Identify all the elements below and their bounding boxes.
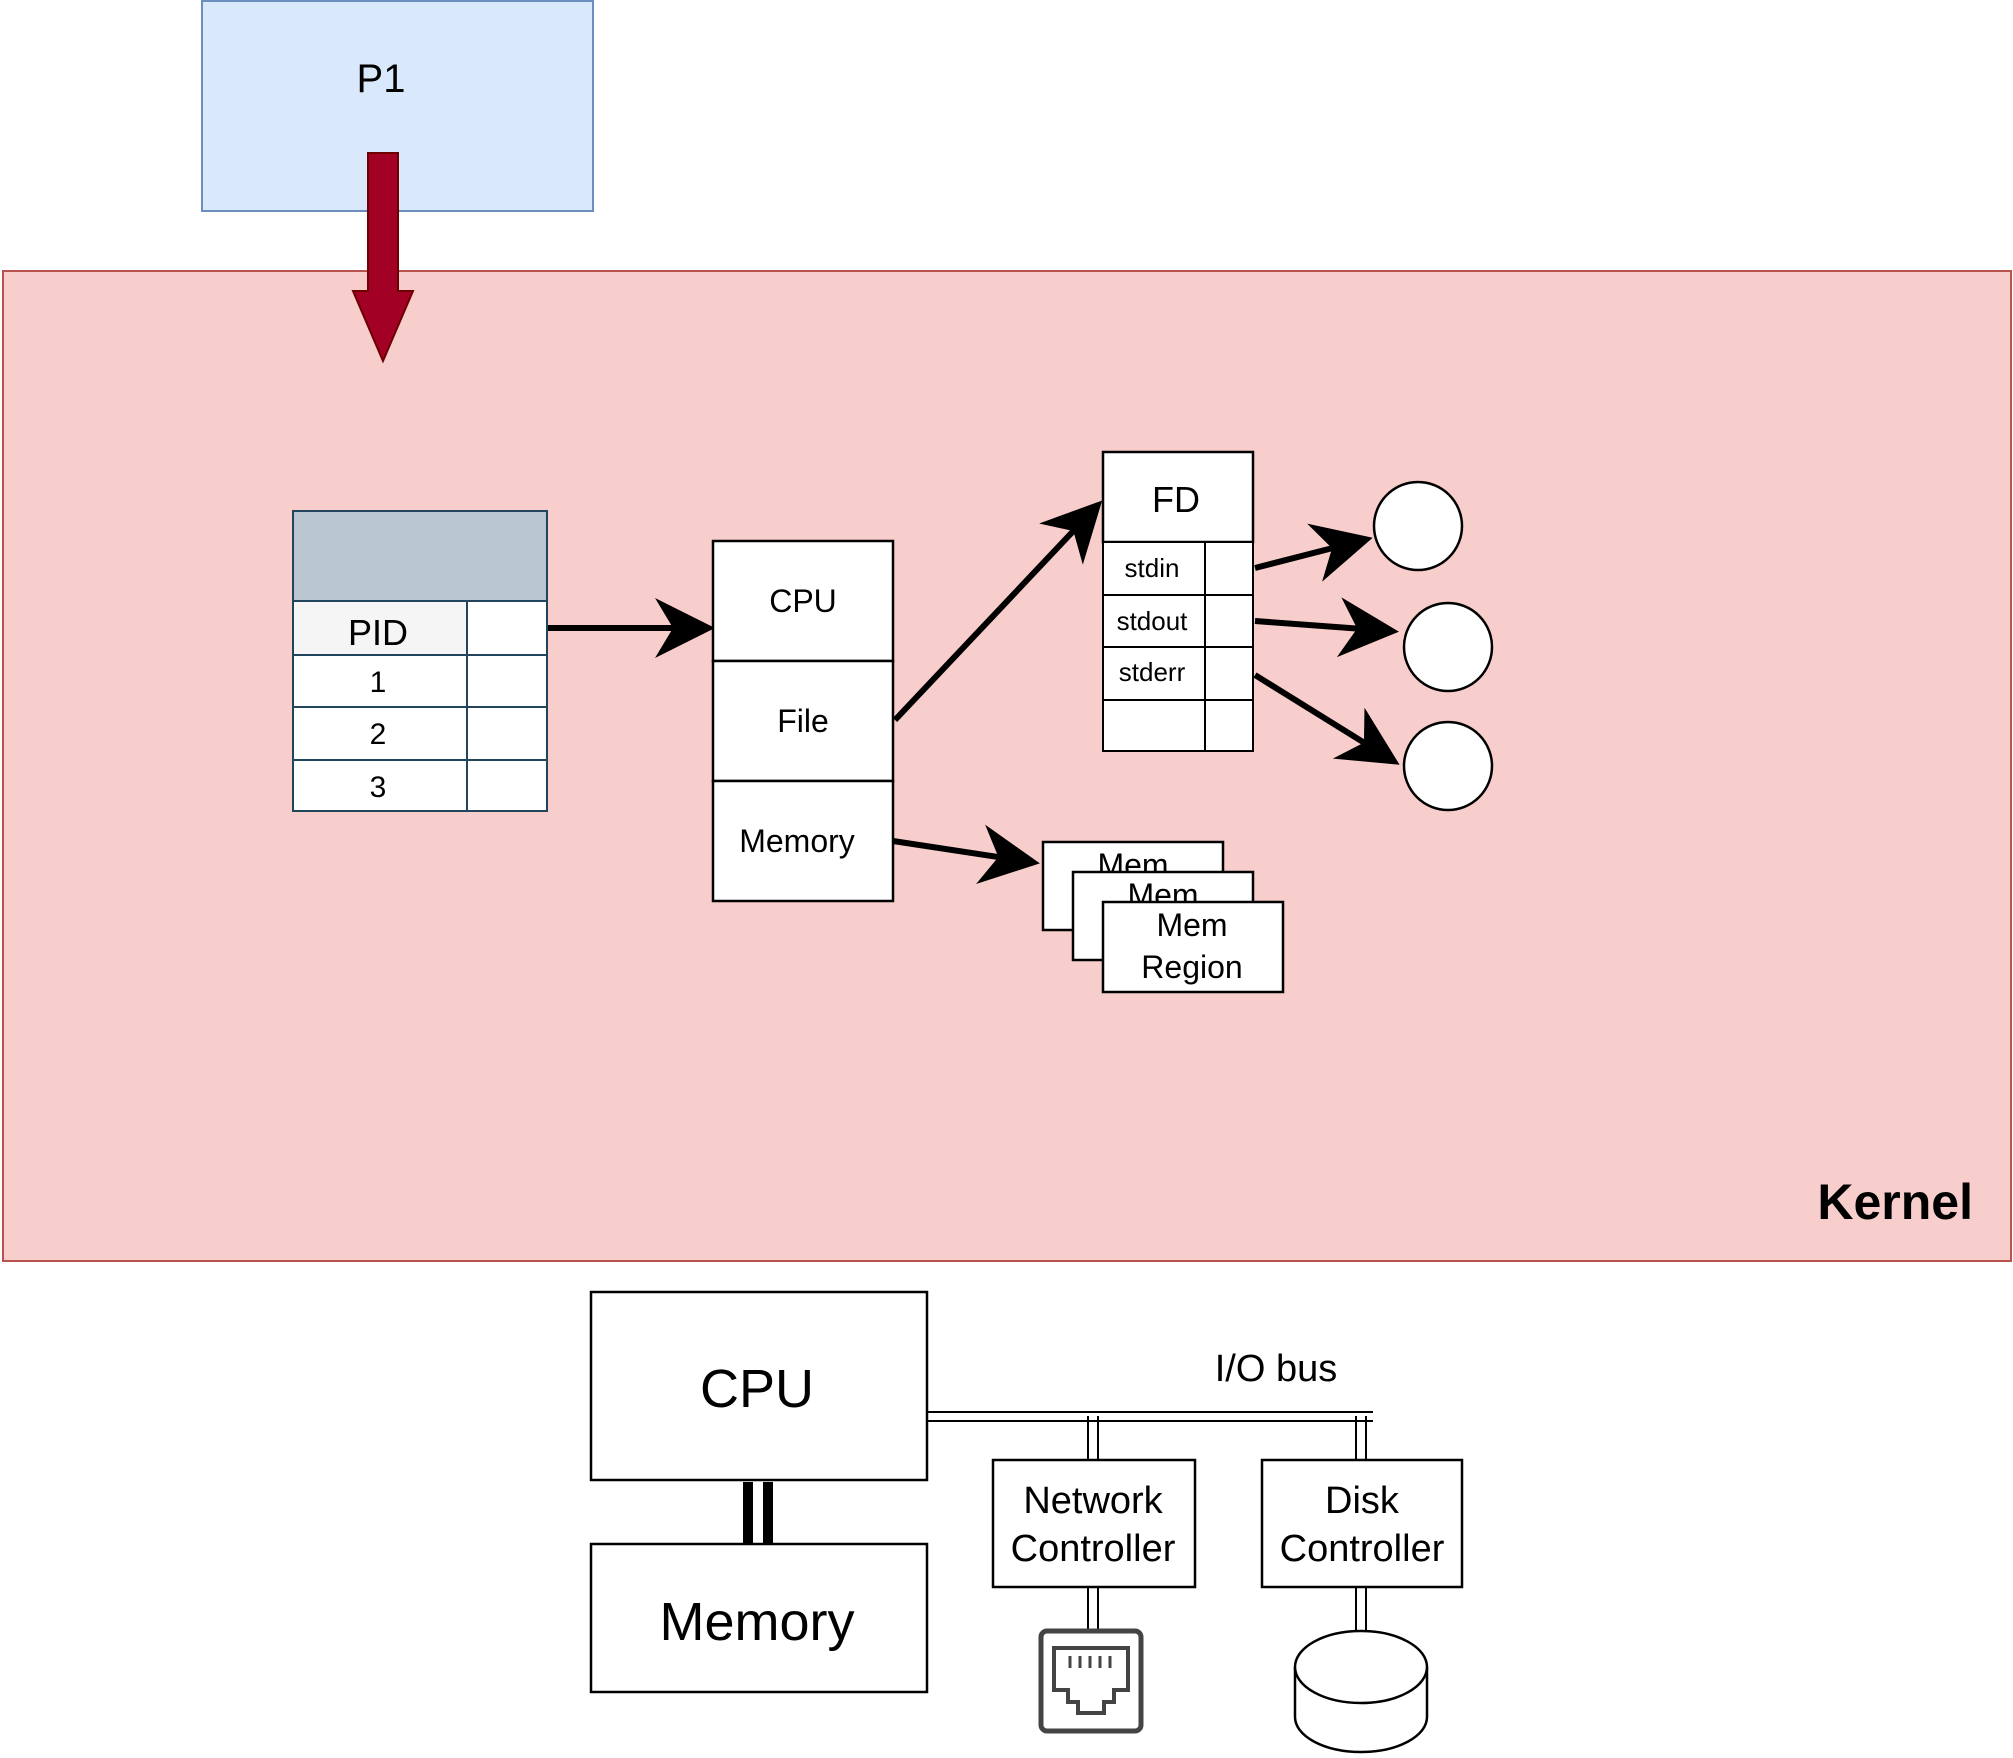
disk-controller-label-1: Disk bbox=[1325, 1480, 1400, 1522]
disk-drive-icon bbox=[1293, 1629, 1429, 1754]
disk-controller-box bbox=[1260, 1458, 1464, 1589]
pid-row-2-pointer bbox=[466, 706, 548, 761]
stdin-arrow bbox=[1254, 523, 1373, 582]
file-to-fd-arrow bbox=[892, 500, 1103, 723]
network-controller-box bbox=[991, 1458, 1197, 1589]
pid-row-3-pointer bbox=[466, 759, 548, 812]
hardware: CPU Memory I/O bus Network Controller bbox=[589, 1290, 1464, 1754]
hw-memory-box bbox=[589, 1542, 929, 1694]
ethernet-port-icon bbox=[1038, 1628, 1144, 1734]
pcb: CPU File Memory bbox=[711, 539, 895, 903]
disk-controller-label-2: Controller bbox=[1280, 1528, 1445, 1570]
pcb-cpu-field bbox=[711, 539, 895, 663]
fd-row-stdin-label: stdin bbox=[1125, 553, 1180, 583]
pcb-file-label: File bbox=[777, 703, 829, 739]
pid-row-2-cell bbox=[292, 706, 468, 761]
pcb-cpu-label: CPU bbox=[769, 583, 837, 619]
stdout-arrow bbox=[1254, 597, 1399, 658]
fd-row-stdin bbox=[1102, 541, 1206, 596]
pid-header-label: PID bbox=[348, 612, 408, 653]
pid-header-cell bbox=[292, 600, 468, 656]
network-controller-label-2: Controller bbox=[1011, 1528, 1176, 1570]
process-label: P1 bbox=[357, 57, 406, 101]
hw-cpu-box bbox=[589, 1290, 929, 1482]
process-table: PID 1 2 3 bbox=[292, 510, 548, 812]
pcb-memory-label: Memory bbox=[739, 823, 855, 859]
hw-cpu-label: CPU bbox=[700, 1359, 814, 1419]
hw-memory-label: Memory bbox=[659, 1592, 854, 1652]
pid-row-3-cell bbox=[292, 759, 468, 812]
fd-row-stderr-pointer bbox=[1204, 646, 1254, 701]
cpu-memory-link-right bbox=[763, 1482, 773, 1544]
fd-row-empty bbox=[1102, 699, 1206, 752]
pid-row-3-label: 3 bbox=[370, 771, 387, 804]
mem-region-front-label-1: Mem bbox=[1156, 907, 1227, 943]
pcb-memory-field bbox=[711, 779, 895, 903]
syscall-arrow bbox=[351, 152, 415, 364]
pid-row-2-label: 2 bbox=[370, 718, 387, 751]
fd-row-stderr-label: stderr bbox=[1119, 657, 1186, 687]
stdin-file-object bbox=[1372, 480, 1464, 572]
pid-row-1-label: 1 bbox=[370, 666, 387, 699]
kernel-label: Kernel bbox=[1817, 1174, 1973, 1230]
cpu-memory-link-left bbox=[743, 1482, 753, 1544]
fd-table: FD stdin stdout stderr bbox=[1101, 450, 1255, 752]
mem-region-front bbox=[1101, 900, 1285, 994]
stderr-file-object bbox=[1402, 720, 1494, 812]
process-table-header-bar bbox=[292, 510, 548, 602]
fd-title-label: FD bbox=[1152, 479, 1200, 520]
pid-row-1-cell bbox=[292, 654, 468, 708]
fd-row-stdout-pointer bbox=[1204, 594, 1254, 648]
stdout-file-object bbox=[1402, 601, 1494, 693]
pid-header-pointer-cell bbox=[466, 600, 548, 656]
pid-row-1-pointer bbox=[466, 654, 548, 708]
pcb-file-field bbox=[711, 659, 895, 783]
memory-to-regions-arrow bbox=[892, 824, 1040, 884]
mem-region-front-label-2: Region bbox=[1141, 949, 1242, 985]
io-bus-label: I/O bus bbox=[1215, 1348, 1338, 1390]
memory-regions: Mem Mem Mem Region bbox=[1041, 840, 1285, 994]
network-controller-label-1: Network bbox=[1023, 1480, 1163, 1522]
fd-row-stdout-label: stdout bbox=[1117, 606, 1189, 636]
fd-title-cell bbox=[1101, 450, 1255, 544]
stderr-arrow bbox=[1253, 672, 1400, 765]
fd-row-stdin-pointer bbox=[1204, 541, 1254, 596]
fd-row-empty-pointer bbox=[1204, 699, 1254, 752]
